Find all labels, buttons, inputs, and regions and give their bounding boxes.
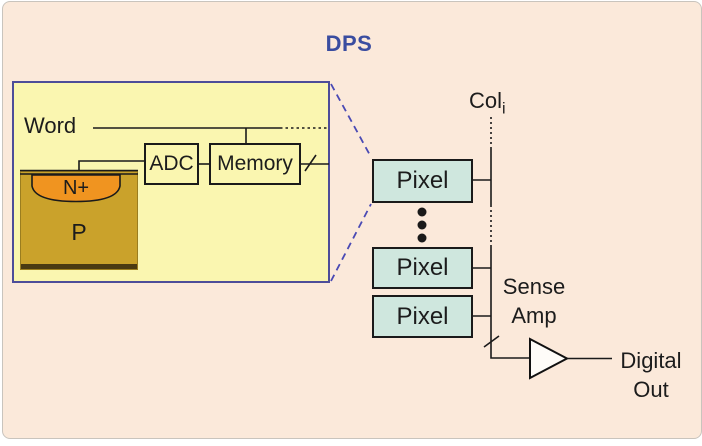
column-label: Coli (469, 88, 506, 118)
pixel-label: Pixel (396, 167, 449, 194)
digital-out-label: Digital Out (620, 348, 682, 402)
pixel-block-2: Pixel (372, 247, 473, 289)
pixel-label: Pixel (396, 302, 449, 330)
memory-label: Memory (217, 152, 293, 175)
pixel-block-1: Pixel (372, 159, 473, 203)
adc-box: ADC (144, 143, 199, 185)
adc-label: ADC (149, 152, 194, 175)
p-label: P (71, 219, 87, 245)
pixel-label: Pixel (396, 254, 449, 281)
word-label: Word (24, 113, 77, 138)
nplus-label: N+ (62, 177, 90, 199)
pixel-block-3: Pixel (372, 295, 473, 338)
sense-amp-label: Sense Amp (502, 274, 566, 328)
memory-box: Memory (209, 143, 301, 185)
diagram-title: DPS (325, 31, 373, 56)
substrate-bottom-bar (21, 264, 137, 269)
